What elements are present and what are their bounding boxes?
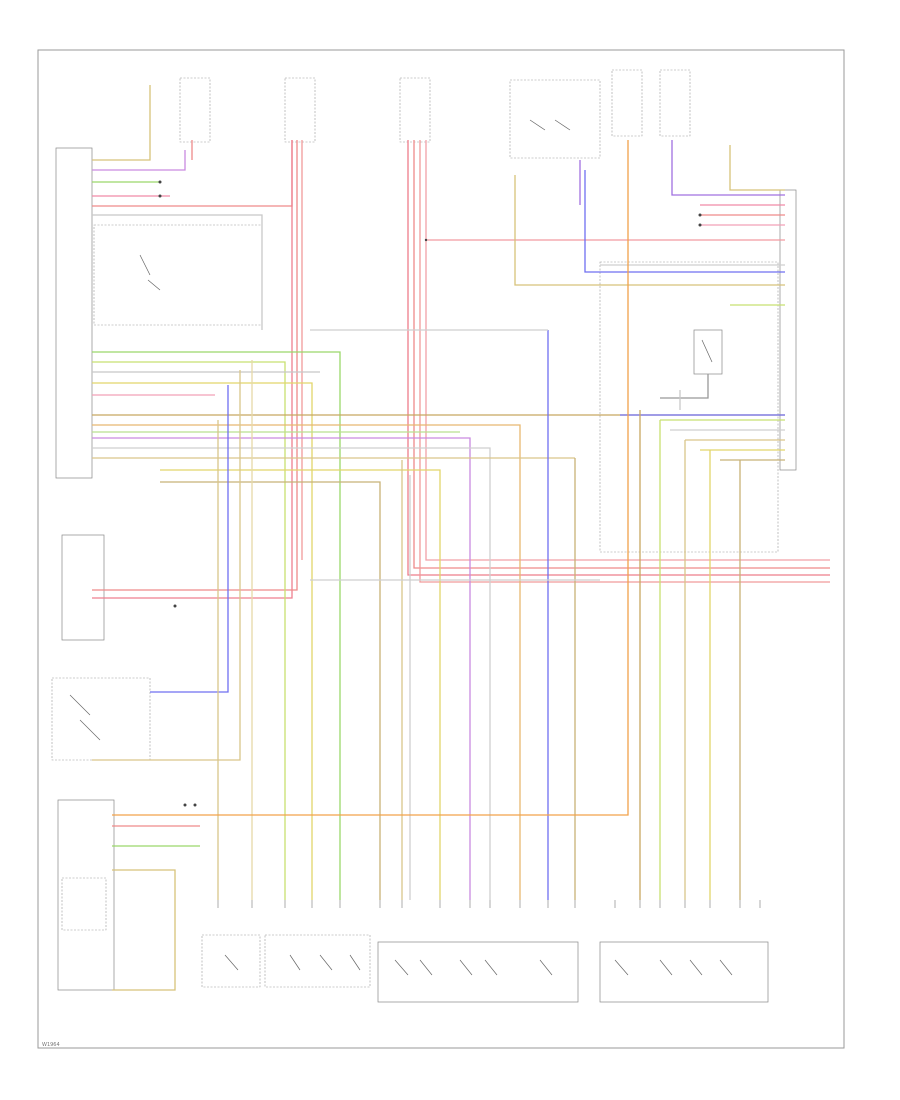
footer-code: W1964 <box>42 1042 60 1048</box>
switch-left-mid <box>69 694 101 741</box>
junction-dot <box>193 803 197 807</box>
wire-gray-long <box>92 447 491 900</box>
diagram-frame <box>37 49 845 1049</box>
wire-yellow-right <box>700 449 785 900</box>
lower-left-inner <box>61 877 107 931</box>
passenger-lock-motor <box>693 329 723 375</box>
driver-lock-switch <box>51 677 151 761</box>
wire-tan-lower <box>112 869 176 991</box>
right-control-module <box>779 189 797 471</box>
components <box>51 69 797 1003</box>
driver-door-lock-motor <box>61 534 105 641</box>
wire-yellow-mid <box>92 382 313 900</box>
wire-blue-right <box>584 170 785 273</box>
wire-tan-right <box>514 175 785 286</box>
wire-red-bundle-f <box>419 140 830 583</box>
wire-red-bundle-e <box>413 140 830 569</box>
top-fuse-block-5 <box>659 69 691 137</box>
junction-dot <box>698 223 702 227</box>
wire-violet-1 <box>92 150 186 171</box>
wire-red-bundle-a <box>92 140 293 599</box>
top-fuse-block-1 <box>179 77 211 143</box>
wire-yellowgreen-mid <box>92 361 286 900</box>
driver-lock-unit-bottom <box>377 941 579 1003</box>
wire-tan-top-left <box>92 85 151 161</box>
switch-symbols <box>69 119 733 976</box>
top-fuse-block-2 <box>284 77 316 143</box>
junction-dot <box>158 180 162 184</box>
glove-box-switch <box>201 934 261 988</box>
wire-gray-1 <box>92 214 263 330</box>
lower-left-module <box>57 799 115 991</box>
passenger-lock-unit-bottom <box>599 941 769 1003</box>
connector-ticks <box>217 900 761 908</box>
wire-tan-right-4 <box>720 459 785 900</box>
switch-top-1 <box>529 119 571 131</box>
wire-violet-long <box>92 437 471 900</box>
ticks-bottom-left <box>217 900 576 908</box>
trunk-release-switch <box>264 934 371 988</box>
ticks-bottom-right <box>614 900 761 908</box>
wire-tan-vert-1 <box>92 370 241 761</box>
switch-motor <box>701 339 713 363</box>
junction-dot <box>158 194 162 198</box>
junction-dot <box>698 213 702 217</box>
wire-red-bundle-b <box>92 140 298 591</box>
switch-glove <box>224 954 239 971</box>
wire-blue-vert-left <box>150 385 229 693</box>
top-fuse-block-4 <box>611 69 643 137</box>
wire-red-bundle-d <box>407 140 830 576</box>
top-fuse-block-3 <box>399 77 431 143</box>
wire-yellow-long-2 <box>160 469 441 900</box>
switch-trunk-1 <box>289 954 361 971</box>
wire-orange-lower <box>112 140 629 816</box>
right-inner-module <box>599 261 779 553</box>
left-control-module <box>55 147 93 479</box>
junction-dots <box>158 180 702 807</box>
wire-gray-motor <box>660 374 709 399</box>
wire-green-mid-1 <box>92 351 341 900</box>
wire-red-bundle-g <box>425 140 830 561</box>
top-switch-block <box>509 79 601 159</box>
junction-dot <box>173 604 177 608</box>
wires <box>92 85 830 991</box>
switch-bottom-2 <box>614 959 733 976</box>
wire-yellowgreen-r <box>659 419 785 900</box>
wire-tan-right-3 <box>684 439 785 900</box>
wire-orange-long <box>92 424 521 900</box>
left-inner-module <box>93 224 263 326</box>
junction-dot <box>424 238 428 242</box>
switch-left-upper <box>139 254 161 291</box>
junction-dot <box>183 803 187 807</box>
wire-tan-long-3 <box>160 481 381 900</box>
wire-tan-right-top <box>729 145 785 191</box>
switch-bottom-1 <box>394 959 553 976</box>
wire-violet-right <box>671 140 785 196</box>
